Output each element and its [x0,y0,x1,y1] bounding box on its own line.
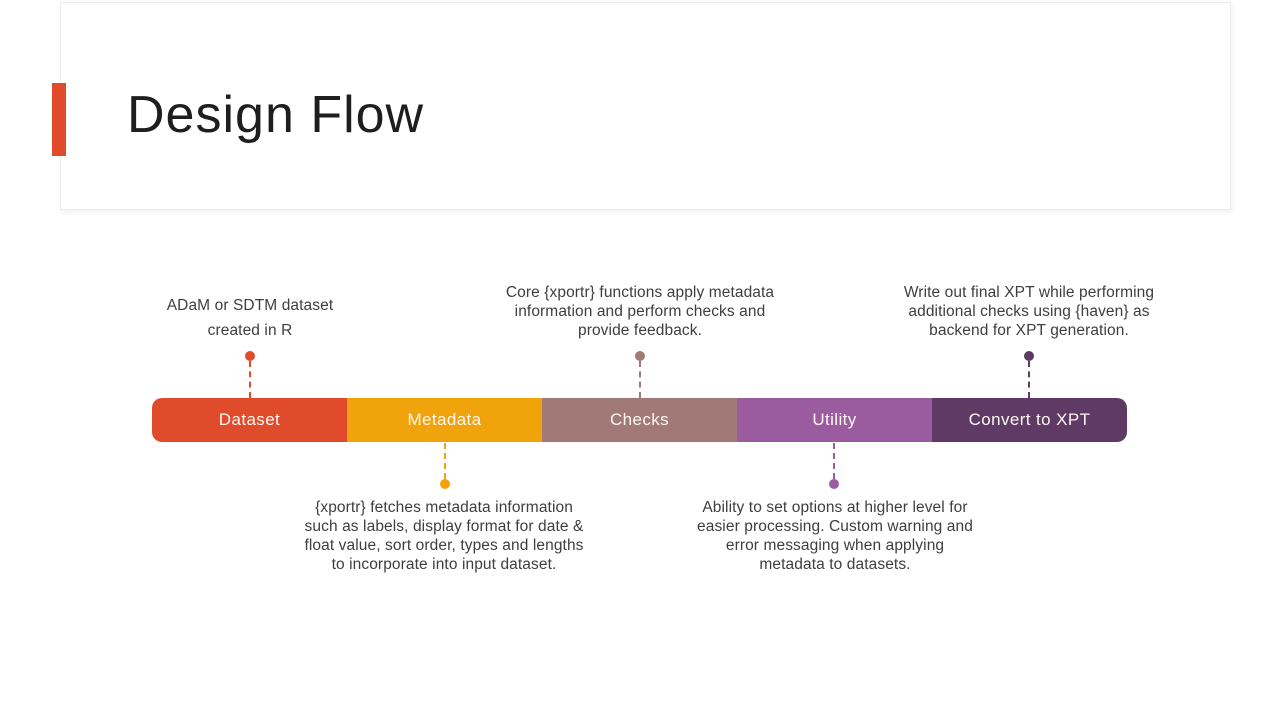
segment-label-convert-to-xpt: Convert to XPT [968,410,1091,429]
segment-label-metadata: Metadata [407,410,482,429]
connector-dot-metadata [440,479,450,489]
connector-dot-utility [829,479,839,489]
timeline-segment-utility: Utility [737,398,932,442]
connector-checks [634,351,646,398]
process-timeline: Dataset Metadata Checks Utility Convert … [152,398,1127,442]
connector-utility [828,443,840,489]
title-panel [60,2,1231,210]
annotation-metadata: {xportr} fetches metadata information su… [304,499,584,573]
segment-label-checks: Checks [609,410,670,429]
connector-line-convert-to-xpt [1028,361,1030,398]
connector-metadata [439,443,451,489]
connector-dot-checks [635,351,645,361]
connector-line-metadata [444,443,446,479]
annotation-convert-to-xpt: Write out final XPT while performing add… [903,284,1155,339]
connector-line-dataset [249,361,251,398]
connector-dot-dataset [245,351,255,361]
annotation-utility: Ability to set options at higher level f… [697,499,973,573]
title-accent-bar [52,83,66,156]
timeline-segment-dataset: Dataset [152,398,347,442]
segment-label-dataset: Dataset [218,410,281,429]
timeline-segment-checks: Checks [542,398,737,442]
connector-dot-convert-to-xpt [1024,351,1034,361]
segment-label-utility: Utility [812,410,857,429]
annotation-dataset: ADaM or SDTM dataset created in R [166,297,334,339]
connector-line-utility [833,443,835,479]
connector-convert-to-xpt [1023,351,1035,398]
connector-line-checks [639,361,641,398]
connector-dataset [244,351,256,398]
annotation-checks: Core {xportr} functions apply metadata i… [505,284,775,339]
timeline-segment-metadata: Metadata [347,398,542,442]
slide-title: Design Flow [127,86,425,144]
timeline-segment-convert-to-xpt: Convert to XPT [932,398,1127,442]
